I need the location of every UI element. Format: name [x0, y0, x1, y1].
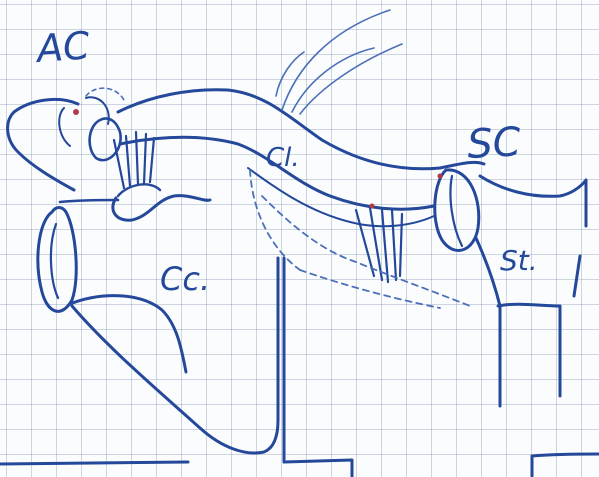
sc-joint-oval [435, 170, 479, 251]
sternum-side-outline [476, 238, 500, 406]
first-rib-dashed-lower [300, 270, 440, 308]
acromion-inner-outline [59, 97, 109, 146]
label-ac: AC [33, 23, 92, 71]
label-sc: SC [466, 119, 522, 168]
scapula-body [70, 296, 186, 372]
costoclavicular-fibers [356, 208, 402, 282]
ligament-dot [370, 204, 375, 209]
clavicle-lower-border-2 [248, 168, 434, 226]
sternum-right-mark [574, 256, 580, 296]
label-st: St. [500, 244, 538, 277]
sternum-upper-outline [480, 176, 586, 226]
trapezius-fibers [276, 10, 402, 114]
scapula-upper-border [60, 200, 118, 202]
clavicle-upper-border [118, 90, 484, 169]
sc-joint-dot [438, 174, 443, 179]
glenoid-inner [51, 224, 58, 298]
sternum-rib-notch [498, 304, 560, 396]
ac-joint-dot [73, 109, 79, 115]
label-cc: Cc. [160, 260, 210, 298]
label-cl: Cl. [266, 143, 300, 173]
sternum-bottom-edge [532, 454, 599, 476]
sc-joint-disc [450, 176, 462, 246]
coracoid-process [113, 196, 210, 221]
scapula-bottom-edge [0, 460, 352, 476]
first-rib-dashed-arc [250, 170, 300, 270]
